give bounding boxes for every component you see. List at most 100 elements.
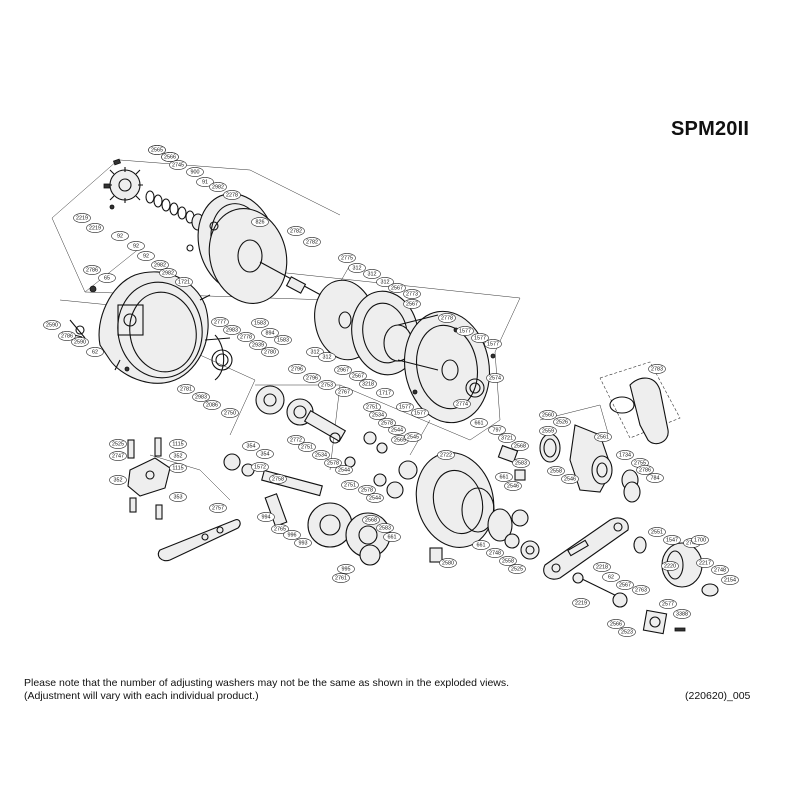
part-label: 2219 [86,223,104,233]
svg-text:1577: 1577 [474,335,486,341]
svg-text:352: 352 [174,453,183,459]
svg-text:2772: 2772 [290,437,302,443]
svg-text:2565: 2565 [151,147,163,153]
part-label: 2220 [661,561,679,571]
part-label: 2748 [711,565,729,575]
svg-text:2583: 2583 [379,525,391,531]
part-label: 784 [646,473,664,483]
part-label: 826 [251,217,269,227]
svg-text:2751: 2751 [301,444,313,450]
part-label: 2590 [71,337,89,347]
svg-text:2578: 2578 [327,460,339,466]
svg-text:62: 62 [92,349,98,355]
guide-lines [51,159,611,501]
part-label: 2772 [287,435,305,445]
part-label: 352 [169,451,187,461]
svg-text:2774: 2774 [456,401,468,407]
part-label: 2580 [439,558,457,568]
part-label: 1583 [251,318,269,328]
svg-text:2219: 2219 [89,225,101,231]
part-number-labels: 2219221827459009129822278221922199292922… [43,145,739,637]
svg-text:2778: 2778 [240,334,252,340]
svg-text:2982: 2982 [162,270,174,276]
svg-text:2523: 2523 [621,629,633,635]
part-label: 2777 [211,317,229,327]
part-label: 2219 [572,598,590,608]
svg-text:2590: 2590 [74,339,86,345]
svg-text:92: 92 [143,253,149,259]
part-label: 1734 [616,450,634,460]
part-label: 2559 [539,426,557,436]
svg-text:2558: 2558 [502,558,514,564]
part-label: 2786 [83,265,101,275]
part-label: 1572 [251,462,269,472]
part-label: 2774 [453,399,471,409]
svg-text:2544: 2544 [338,467,350,473]
svg-text:2967: 2967 [337,367,349,373]
part-label: 661 [383,532,401,542]
svg-text:2546: 2546 [507,483,519,489]
part-label: 3218 [359,379,377,389]
part-label: 2583 [512,458,530,468]
drag-washer-stack [314,279,496,424]
part-label: 2781 [177,384,195,394]
part-label: 2761 [332,573,350,583]
part-label: 2561 [594,432,612,442]
svg-text:2560: 2560 [542,412,554,418]
svg-text:2786: 2786 [61,333,73,339]
svg-text:894: 894 [266,330,275,336]
svg-text:353: 353 [174,494,183,500]
part-label: 353 [169,492,187,502]
svg-text:2782: 2782 [306,239,318,245]
part-label: 2566 [607,619,625,629]
svg-text:354: 354 [261,451,270,457]
svg-text:2578: 2578 [361,487,373,493]
part-label: 995 [337,564,355,574]
svg-text:2577: 2577 [662,601,674,607]
part-label: 2546 [504,481,522,491]
svg-text:661: 661 [388,534,397,540]
svg-text:2566: 2566 [610,621,622,627]
part-label: 2578 [324,458,342,468]
part-label: 2534 [312,450,330,460]
part-label: 2758 [269,474,287,484]
svg-text:2750: 2750 [224,410,236,416]
svg-text:2567: 2567 [619,582,631,588]
svg-text:1547: 1547 [666,537,678,543]
part-label: 92 [127,241,145,251]
svg-text:996: 996 [288,532,297,538]
svg-text:2777: 2777 [214,319,226,325]
svg-text:1721: 1721 [178,279,190,285]
part-label: 2567 [616,580,634,590]
part-label: 2967 [334,365,352,375]
svg-text:2982: 2982 [212,184,224,190]
svg-text:1572: 1572 [254,464,266,470]
part-label: 2982 [151,260,169,270]
part-label: 354 [256,449,274,459]
part-label: 661 [495,472,513,482]
model-title: SPM20II [671,118,750,140]
svg-text:2982: 2982 [154,262,166,268]
part-label: 2583 [376,523,394,533]
svg-text:661: 661 [500,474,509,480]
part-label: 2763 [632,585,650,595]
part-label: 62 [86,347,104,357]
svg-text:3218: 3218 [362,381,374,387]
part-label: 2568 [362,515,380,525]
part-label: 2534 [369,410,387,420]
svg-text:826: 826 [256,219,265,225]
document-code: (220620)_005 [685,690,751,702]
part-label: 993 [294,538,312,548]
svg-text:2590: 2590 [46,322,58,328]
svg-text:2583: 2583 [515,460,527,466]
svg-text:2722: 2722 [440,452,452,458]
part-label: 2567 [403,299,421,309]
part-label: 2558 [547,466,565,476]
svg-text:995: 995 [342,566,351,572]
part-label: 1577 [471,333,489,343]
svg-text:2778: 2778 [441,315,453,321]
part-label: 2722 [437,450,455,460]
svg-text:2567: 2567 [391,285,403,291]
part-label: 2983 [223,325,241,335]
svg-text:2751: 2751 [366,404,378,410]
